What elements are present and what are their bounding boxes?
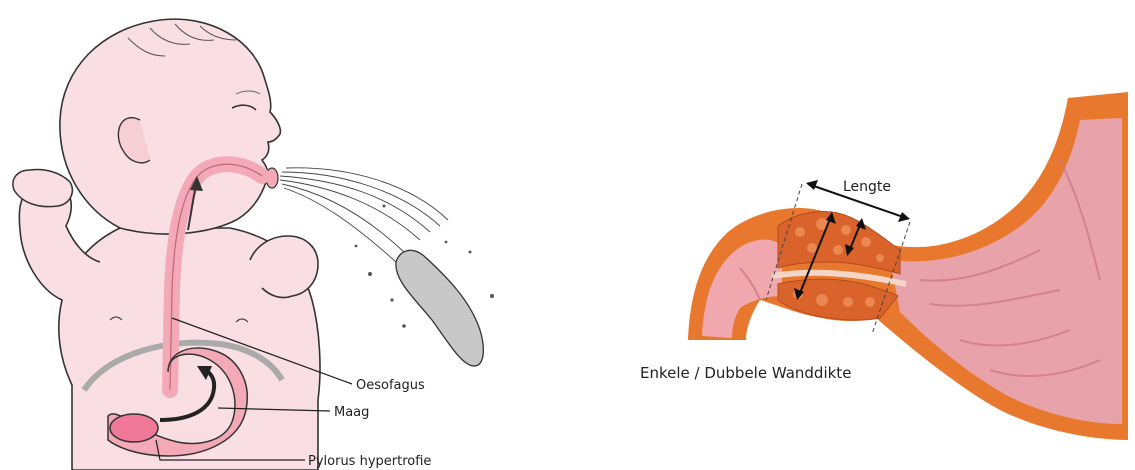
label-wall-thickness: Enkele / Dubbele Wanddikte (640, 364, 851, 382)
pylorus-cross-section (688, 92, 1128, 440)
infant-head (60, 19, 280, 234)
label-pylorus: Pylorus hypertrofie (308, 454, 431, 469)
label-oesophagus: Oesofagus (356, 378, 425, 393)
infant-illustration (13, 19, 494, 470)
stomach-lumen (890, 118, 1122, 424)
length-arrow-head-left (806, 180, 818, 190)
label-length: Lengte (843, 179, 891, 195)
label-stomach: Maag (334, 405, 369, 420)
pylorus (110, 414, 158, 442)
vomit-mass (396, 250, 484, 366)
length-arrow-head-right (898, 212, 910, 222)
